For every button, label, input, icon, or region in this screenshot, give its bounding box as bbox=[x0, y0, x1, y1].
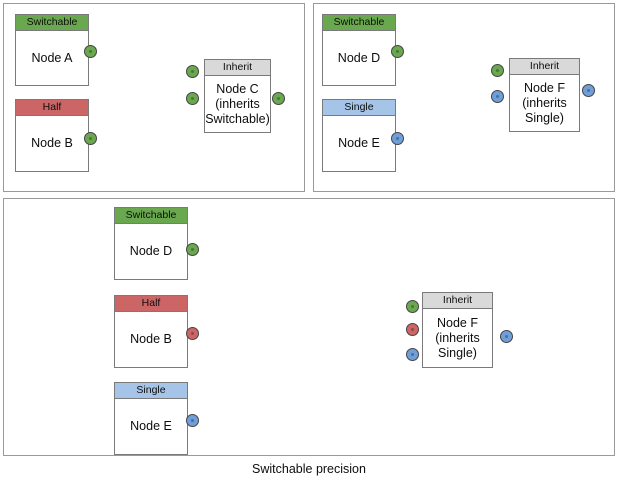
node-a-header: Switchable bbox=[16, 15, 88, 31]
port-node-f2-in-1[interactable] bbox=[406, 300, 419, 313]
node-b-label: Node B bbox=[31, 136, 73, 150]
port-node-c-in-1[interactable] bbox=[186, 65, 199, 78]
port-node-c-out[interactable] bbox=[272, 92, 285, 105]
node-a[interactable]: Switchable Node A bbox=[15, 14, 89, 86]
port-node-f2-in-2[interactable] bbox=[406, 323, 419, 336]
diagram-caption: Switchable precision bbox=[252, 462, 366, 476]
node-f[interactable]: Inherit Node F (inherits Single) bbox=[509, 58, 580, 132]
node-f-label: Node F (inherits Single) bbox=[522, 80, 567, 125]
port-node-f-out[interactable] bbox=[582, 84, 595, 97]
node-d-header: Switchable bbox=[323, 15, 395, 31]
port-node-f-in-1[interactable] bbox=[491, 64, 504, 77]
port-node-f2-in-3[interactable] bbox=[406, 348, 419, 361]
node-e[interactable]: Single Node E bbox=[322, 99, 396, 172]
node-e2-header: Single bbox=[115, 383, 187, 399]
panel-bottom bbox=[3, 198, 615, 456]
node-f2-header: Inherit bbox=[423, 293, 492, 309]
node-b2-label: Node B bbox=[130, 332, 172, 346]
port-node-f-in-2[interactable] bbox=[491, 90, 504, 103]
port-node-b-out[interactable] bbox=[84, 132, 97, 145]
port-node-c-in-2[interactable] bbox=[186, 92, 199, 105]
node-b2[interactable]: Half Node B bbox=[114, 295, 188, 368]
node-b[interactable]: Half Node B bbox=[15, 99, 89, 172]
port-node-a-out[interactable] bbox=[84, 45, 97, 58]
node-d[interactable]: Switchable Node D bbox=[322, 14, 396, 86]
port-node-d2-out[interactable] bbox=[186, 243, 199, 256]
port-node-b2-out[interactable] bbox=[186, 327, 199, 340]
node-b2-header: Half bbox=[115, 296, 187, 312]
node-d-label: Node D bbox=[337, 50, 381, 65]
node-e2-label: Node E bbox=[130, 419, 172, 433]
node-f2-label: Node F (inherits Single) bbox=[435, 315, 480, 360]
node-e2[interactable]: Single Node E bbox=[114, 382, 188, 455]
node-d2[interactable]: Switchable Node D bbox=[114, 207, 188, 280]
node-f2[interactable]: Inherit Node F (inherits Single) bbox=[422, 292, 493, 368]
node-e-label: Node E bbox=[338, 136, 380, 150]
port-node-e2-out[interactable] bbox=[186, 414, 199, 427]
node-c[interactable]: Inherit Node C (inherits Switchable) bbox=[204, 59, 271, 133]
port-node-e-out[interactable] bbox=[391, 132, 404, 145]
node-d2-label: Node D bbox=[129, 244, 173, 258]
node-a-label: Node A bbox=[31, 50, 73, 65]
node-c-label: Node C (inherits Switchable) bbox=[205, 81, 270, 126]
node-e-header: Single bbox=[323, 100, 395, 116]
node-f-header: Inherit bbox=[510, 59, 579, 75]
node-d2-header: Switchable bbox=[115, 208, 187, 224]
port-node-f2-out[interactable] bbox=[500, 330, 513, 343]
node-c-header: Inherit bbox=[205, 60, 270, 76]
port-node-d-out[interactable] bbox=[391, 45, 404, 58]
node-b-header: Half bbox=[16, 100, 88, 116]
